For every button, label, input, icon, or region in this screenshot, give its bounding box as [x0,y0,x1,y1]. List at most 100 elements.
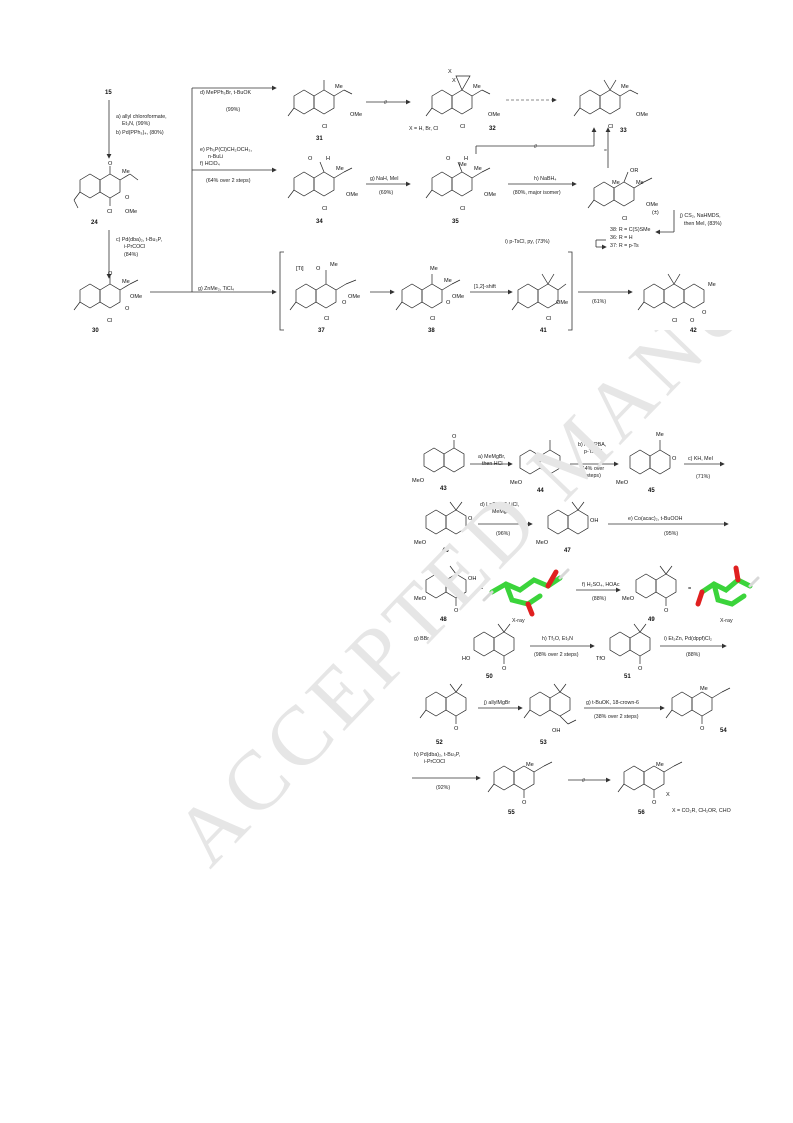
svg-text:c) KH, MeI: c) KH, MeI [688,456,713,462]
svg-text:O: O [700,726,705,732]
svg-text:Cl: Cl [322,124,327,130]
structure-48 [425,565,467,606]
svg-text:O: O [690,318,695,324]
svg-text:Cl: Cl [324,316,329,322]
svg-text:(96%): (96%) [496,531,510,537]
svg-text:Me: Me [473,84,481,90]
svg-text:X: X [448,69,452,75]
compound-43-label: 43 [440,486,447,492]
yield-42-label: (61%) [592,299,606,305]
svg-text:O: O [502,666,507,672]
svg-text:O: O [664,608,669,614]
svg-text:O: O [316,266,321,272]
svg-text:O: O [446,300,451,306]
structure-39 [289,270,357,311]
svg-text:i-PrCOCl: i-PrCOCl [424,759,445,765]
svg-text:Me: Me [656,762,664,768]
svg-text:Me: Me [336,166,344,172]
compound-39-label: 37 [318,328,325,334]
step-c3-label: (84%) [124,252,138,258]
svg-text:d) LaCl₃ • 2 LiCl,: d) LaCl₃ • 2 LiCl, [480,502,519,508]
svg-text:OMe: OMe [488,112,500,118]
svg-text:O: O [125,306,130,312]
svg-text:Me: Me [430,266,438,272]
compound-56-label: 56 [638,810,645,816]
structure-51 [609,623,651,664]
svg-text:Cl: Cl [622,216,627,222]
svg-text:O: O [522,800,527,806]
r37-label: 37: R = p-Ts [610,243,639,249]
structure-40 [395,274,461,311]
svg-text:Me: Me [122,279,130,285]
svg-text:(88%): (88%) [686,652,700,658]
svg-text:e) Co(acac)₂, t-BuOOH: e) Co(acac)₂, t-BuOOH [628,516,683,522]
structure-47 [547,501,589,535]
compound-30-label: 30 [92,328,99,334]
svg-text:MeO: MeO [414,596,427,602]
step-g-zn-label: g) ZnMe₂, TiCl₄ [198,286,234,292]
svg-text:(88%): (88%) [592,596,606,602]
step-d-label: d) MePPh₃Br, t-BuOK [200,90,251,96]
structure-43 [423,440,465,473]
svg-text:O: O [454,608,459,614]
svg-text:OMe: OMe [556,300,568,306]
compound-44-label: 44 [537,488,544,494]
svg-text:Me: Me [708,282,716,288]
svg-text:Me: Me [122,169,130,175]
structure-30 [73,276,139,311]
svg-text:Cl: Cl [672,318,677,324]
structure-24 [73,166,139,209]
svg-text:Me: Me [444,278,452,284]
step-d2-label: (99%) [226,107,240,113]
svg-text:Me: Me [330,262,338,268]
svg-text:OH: OH [552,728,560,734]
structure-33 [573,79,639,117]
svg-text:OMe: OMe [484,192,496,198]
svg-text:Me: Me [700,686,708,692]
svg-text:p-TsOH: p-TsOH [584,449,602,455]
structure-35 [425,161,491,199]
svg-text:MeO: MeO [622,596,635,602]
svg-text:H: H [326,156,330,162]
structure-50 [473,623,515,664]
svg-text:OMe: OMe [646,202,658,208]
svg-text:h) Pd(dba)₂, t-Bu₃P,: h) Pd(dba)₂, t-Bu₃P, [414,752,460,758]
svg-text:O: O [342,300,347,306]
structure-42 [637,273,705,311]
svg-text:MeO: MeO [414,540,427,546]
compound-53-label: 53 [540,740,547,746]
xray-49-model [695,565,760,607]
step-b-label: b) Pd(PPh₃)₄, (80%) [116,130,164,136]
svg-text:f) H₂SO₄, HOAc: f) H₂SO₄, HOAc [582,582,620,588]
svg-text://: // [582,778,585,784]
svg-text:i) Et₂Zn, Pd(dppf)Cl₂: i) Et₂Zn, Pd(dppf)Cl₂ [664,636,712,642]
svg-text:OMe: OMe [125,209,137,215]
structure-56 [617,761,683,798]
step-a2-label: Et₃N, (99%) [122,121,150,127]
svg-text:(98% over 2 steps): (98% over 2 steps) [534,652,579,658]
x32-note: X = H, Br, Cl [409,126,438,132]
svg-text:(92%): (92%) [436,785,450,791]
scheme-1-synthesis: 15 a) allyl chloroformate, Et₃N, (99%) b… [73,69,722,334]
svg-text:O: O [308,156,313,162]
svg-text:X-ray: X-ray [512,618,525,624]
svg-text:j) allylMgBr: j) allylMgBr [483,700,510,706]
svg-text:≈: ≈ [604,148,607,154]
step-f-label: f) HClO₄ [200,161,220,167]
svg-text:OMe: OMe [452,294,464,300]
structure-32 [425,75,491,117]
svg-text:O: O [108,161,113,167]
shift-label: [1,2]-shift [474,284,496,290]
svg-text:O: O [638,666,643,672]
compound-51-label: 51 [624,674,631,680]
step-j-label: j) CS₂, NaHMDS, [679,213,721,219]
step-e2-label: n-BuLi [208,154,223,160]
svg-text:MeO: MeO [536,540,549,546]
svg-text:(±): (±) [652,210,659,216]
svg-text:O: O [468,516,473,522]
svg-text:Me: Me [636,180,644,186]
svg-text:(38% over 2 steps): (38% over 2 steps) [594,714,639,720]
structure-45 [629,440,671,475]
svg-text:Me: Me [459,162,467,168]
